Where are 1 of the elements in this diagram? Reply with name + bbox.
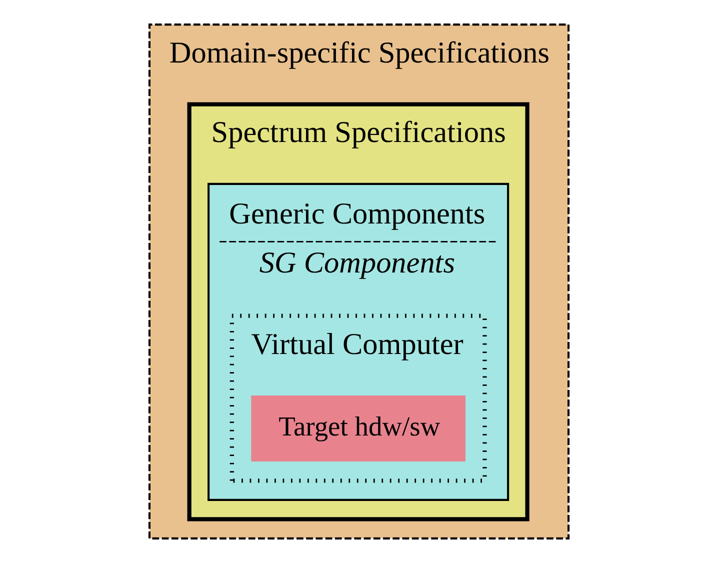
node-box: Target hdw/sw: [251, 396, 466, 462]
